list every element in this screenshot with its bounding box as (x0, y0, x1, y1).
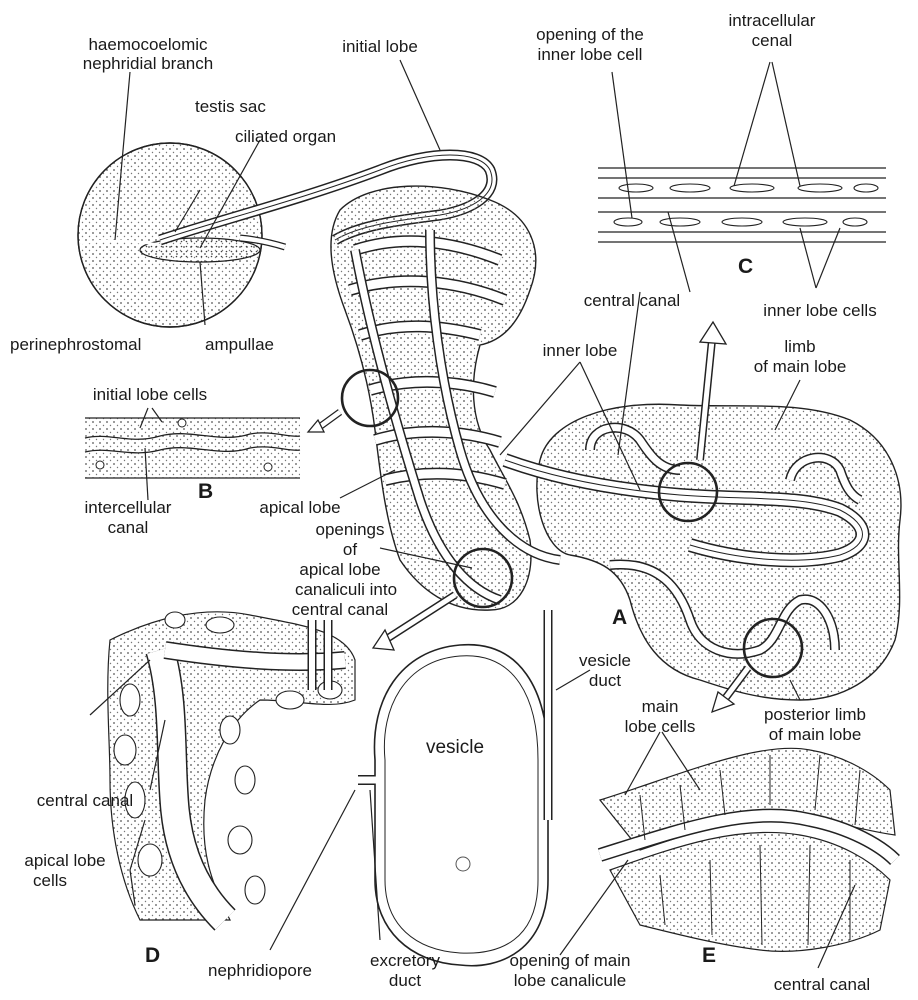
label-inner-lobe: inner lobe (543, 341, 618, 360)
label-vesicle-duct-1: vesicle (579, 651, 631, 670)
label-inner-lobe-cells: inner lobe cells (763, 301, 876, 320)
arrow-to-b (308, 412, 340, 432)
apical-lobe-body (331, 186, 560, 610)
panel-letter-c: C (738, 255, 753, 278)
label-limb-1: limb (784, 337, 815, 356)
label-initial-lobe-cells: initial lobe cells (93, 385, 207, 404)
panel-letter-a: A (612, 606, 627, 629)
label-excretory-duct-1: excretory (370, 951, 440, 970)
label-opening-inner-2: inner lobe cell (538, 45, 643, 64)
label-main-lobe-cells-2: lobe cells (625, 717, 696, 736)
label-apical-lobe-cells-1: apical lobe (24, 851, 105, 870)
label-ciliated-organ: ciliated organ (235, 127, 336, 146)
label-haemocoelomic-2: nephridial branch (83, 54, 213, 73)
label-haemocoelomic-1: haemocoelomic (88, 35, 208, 54)
label-intercellular-2: canal (108, 518, 149, 537)
label-apical-lobe-cells-2: cells (33, 871, 67, 890)
label-testis-sac: testis sac (195, 97, 266, 116)
label-central-canal-e: central canal (774, 975, 870, 994)
label-opening-inner-1: opening of the (536, 25, 644, 44)
label-limb-2: of main lobe (754, 357, 847, 376)
panel-letter-b: B (198, 480, 213, 503)
label-central-canal-d: central canal (37, 791, 133, 810)
label-nephridiopore: nephridiopore (208, 961, 312, 980)
label-openings-4: canaliculi into (295, 580, 397, 599)
panel-c-section (598, 168, 886, 242)
label-openings-2: of (343, 540, 357, 559)
label-opening-main-1: opening of main (510, 951, 631, 970)
label-initial-lobe: initial lobe (342, 37, 418, 56)
panel-b-section (85, 418, 300, 478)
label-openings-1: openings (315, 520, 384, 539)
label-central-canal-c: central canal (584, 291, 680, 310)
label-posterior-limb-2: of main lobe (769, 725, 862, 744)
panel-letter-e: E (702, 944, 716, 967)
label-excretory-duct-2: duct (389, 971, 421, 990)
label-apical-lobe: apical lobe (259, 498, 340, 517)
label-intracellular-1: intracellular (729, 11, 816, 30)
label-vesicle-duct-2: duct (589, 671, 621, 690)
panel-letter-d: D (145, 944, 160, 967)
vesicle (356, 610, 548, 966)
label-openings-5: central canal (292, 600, 388, 619)
label-vesicle: vesicle (426, 737, 484, 758)
label-intracellular-2: cenal (752, 31, 793, 50)
label-posterior-limb-1: posterior limb (764, 705, 866, 724)
label-openings-3: apical lobe (299, 560, 380, 579)
label-main-lobe-cells-1: main (642, 697, 679, 716)
label-perinephrostomal: perinephrostomal (10, 335, 141, 354)
panel-d-section (108, 612, 355, 920)
label-intercellular-1: intercellular (85, 498, 172, 517)
panel-e-section (600, 748, 895, 951)
label-opening-main-2: lobe canalicule (514, 971, 626, 990)
label-ampullae: ampullae (205, 335, 274, 354)
